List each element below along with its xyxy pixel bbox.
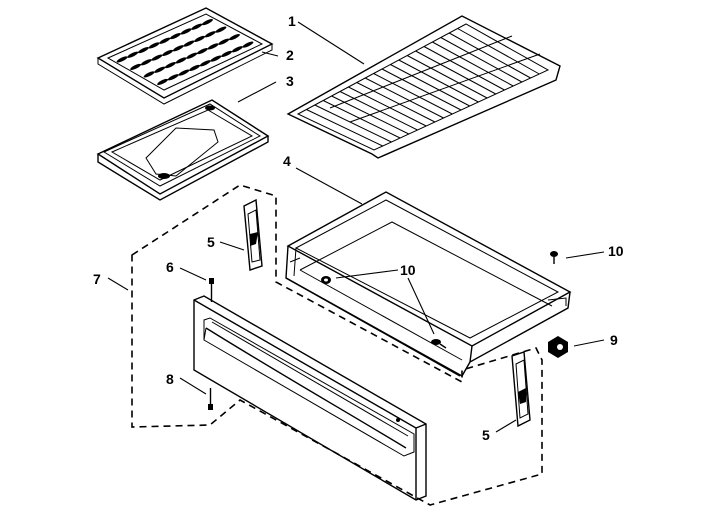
screw-top: [209, 278, 214, 302]
grid-slot: [162, 49, 174, 57]
grid-slot: [221, 50, 233, 58]
rack-bar: [306, 109, 383, 147]
broiler-pan: [96, 99, 270, 201]
rack-bar: [364, 77, 444, 119]
screw-bottom: [208, 388, 213, 410]
rack-bar: [398, 59, 479, 103]
callout-5-left: 5: [207, 234, 215, 250]
rack-bar: [390, 64, 470, 107]
grid-slot: [196, 47, 208, 55]
callout-6: 6: [166, 259, 174, 275]
rack-bar: [314, 104, 392, 143]
grid-slot: [154, 66, 166, 73]
callout-4: 4: [283, 153, 291, 169]
grid-slot: [183, 40, 195, 47]
grid-slot: [143, 71, 155, 78]
slide-bracket-right: [511, 351, 531, 428]
rack-bar: [440, 37, 523, 83]
rack-bar: [448, 32, 531, 79]
grid-slot: [194, 35, 206, 43]
oven-rack: [286, 15, 561, 159]
callout-10-right: 10: [608, 243, 624, 259]
drawer-front-panel: [193, 295, 427, 501]
grid-slot: [178, 69, 190, 76]
grid-slot: [228, 33, 240, 41]
rack-bar: [339, 91, 418, 131]
grid-slot: [199, 60, 211, 67]
drawer-stop: [548, 336, 568, 358]
grid-slot: [167, 74, 179, 81]
grid-slot: [175, 57, 187, 64]
grid-slot: [201, 18, 213, 26]
callout-3: 3: [286, 73, 294, 89]
rack-bar: [423, 46, 505, 91]
grid-slot: [148, 42, 160, 49]
fastener-center: [321, 276, 331, 284]
callout-8: 8: [166, 371, 174, 387]
grid-slot: [191, 23, 203, 30]
grid-slot: [186, 52, 198, 59]
rack-bar: [322, 100, 401, 139]
grid-slot: [130, 63, 142, 71]
rack-bar: [356, 82, 436, 123]
callout-1: 1: [288, 13, 296, 29]
rack-bar: [381, 68, 462, 111]
callout-5-right: 5: [482, 427, 490, 443]
grid-slot: [127, 51, 139, 58]
grid-slot: [169, 32, 181, 40]
drawer-assembly-outline: [131, 184, 543, 506]
rack-bar: [432, 41, 514, 87]
grid-slot: [164, 61, 176, 69]
grid-slot: [151, 54, 163, 61]
grid-slot: [242, 41, 254, 48]
grid-slot: [231, 46, 243, 53]
grid-slot: [207, 43, 219, 50]
grid-slot: [137, 46, 149, 54]
grid-slot: [204, 31, 216, 38]
grid-slot: [210, 55, 222, 62]
rack-bar: [415, 50, 497, 95]
grid-slot: [180, 28, 192, 35]
callout-10-center: 10: [400, 262, 416, 278]
rack-bar: [406, 55, 488, 99]
rack-bar: [373, 73, 453, 115]
grid-slot: [215, 26, 227, 33]
rack-bar: [348, 86, 427, 127]
drawer-body: [285, 191, 572, 377]
fastener-right: [550, 251, 558, 264]
leader-lines: [107, 21, 605, 433]
callout-2: 2: [286, 47, 294, 63]
grid-slot: [218, 38, 230, 45]
fastener-mid: [431, 339, 447, 349]
grid-slot: [157, 78, 169, 86]
grid-slot: [189, 64, 201, 72]
grid-slot: [140, 59, 152, 66]
callout-7: 7: [93, 271, 101, 287]
grid-slot: [172, 45, 184, 52]
grid-slot: [116, 56, 128, 63]
broiler-grid: [96, 7, 274, 105]
callout-labels: 1 2 3 4 5 5 6 7 8 9 10 10: [93, 13, 624, 443]
slide-bracket-left: [243, 198, 263, 271]
rack-bar: [457, 28, 540, 75]
callout-9: 9: [610, 332, 618, 348]
grid-slot: [159, 37, 171, 44]
